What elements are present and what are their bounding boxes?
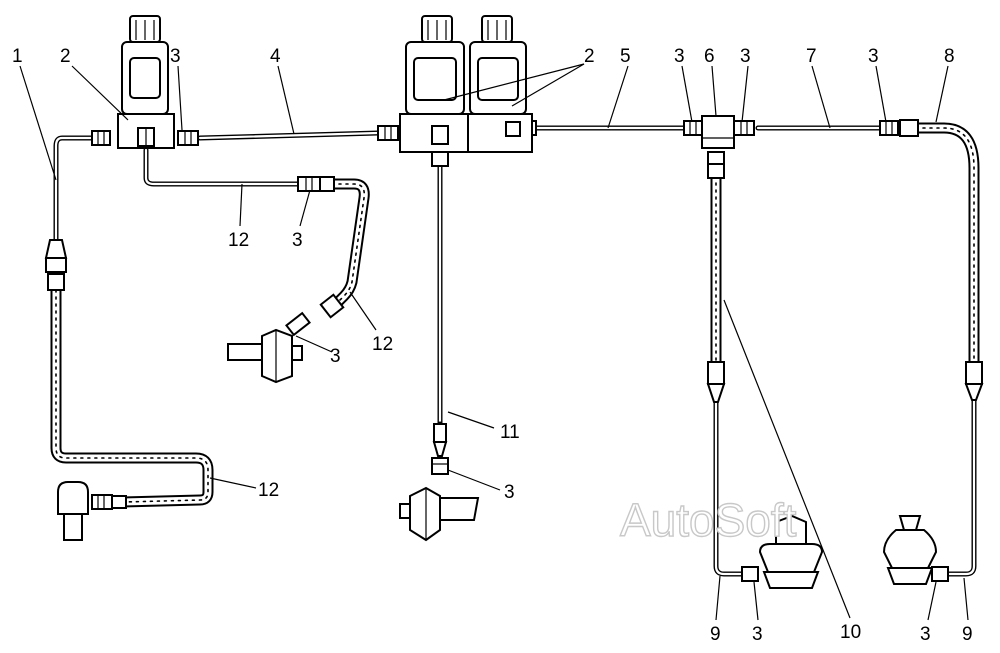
callout-8: 8 [944,46,955,67]
callout-3: 3 [170,46,181,67]
callout-labels: 1 2 3 4 2 5 3 6 3 7 3 8 12 3 12 3 11 3 1… [12,46,973,645]
fitting-pipe12-hose [297,176,321,192]
hose-coupling-left [47,273,65,291]
brake-chamber-left-middle [227,328,303,384]
fittings [44,119,984,582]
fitting-pipe4-end [377,125,399,141]
callout-3: 3 [868,46,879,67]
callout-12: 12 [228,230,249,251]
callout-9: 9 [710,624,721,645]
fitting-pipe11-chamber [431,457,449,475]
brake-chamber-bottom-left [57,481,89,541]
callout-3: 3 [752,624,763,645]
callout-3: 3 [504,482,515,503]
fitting-chamber-right [931,566,949,582]
leader-lines [19,63,969,621]
hose10-taper [706,383,726,403]
hose8-coupling [899,119,919,137]
fitting-pipe7-end [879,120,899,136]
callout-2: 2 [60,46,71,67]
valve-left [117,15,175,149]
callout-11: 11 [500,422,520,443]
brake-chamber-center [399,486,480,542]
brake-chamber-right-2 [882,515,938,585]
fitting-bottom-left [91,494,113,510]
hose-end-bottom-left [111,495,127,509]
callout-3: 3 [330,346,341,367]
brake-chamber-right-1 [758,514,824,589]
callout-6: 6 [704,46,715,67]
fitting-tee-right [733,120,755,136]
callout-3: 3 [292,230,303,251]
callout-1: 1 [12,46,23,67]
callout-3: 3 [740,46,751,67]
hose10-top-coupling [707,163,725,179]
hose8-taper [964,383,984,401]
fitting-chamber-left [741,566,759,582]
callout-5: 5 [620,46,631,67]
hose8-bottom-coupling [965,361,983,385]
fitting-pipe1-hose [45,257,67,273]
callout-2: 2 [584,46,595,67]
watermark: AutoSoft [620,494,797,546]
hose12-coupling-bottom [319,293,345,319]
callout-12: 12 [258,480,279,501]
callout-12: 12 [372,334,393,355]
pipe11-taper [432,441,448,457]
callout-7: 7 [806,46,817,67]
callout-3: 3 [920,624,931,645]
valve-center-b [467,15,533,153]
callout-10: 10 [840,622,861,643]
callout-9: 9 [962,624,973,645]
hoses [50,122,980,508]
hose12-coupling-top [319,176,335,192]
tee-6 [701,115,735,149]
pipe1-cone [44,239,68,259]
fitting-valve-left-b [177,130,199,146]
tee-bottom-nut [707,151,725,165]
callout-3: 3 [674,46,685,67]
pipes [53,125,977,577]
pipe11-coupling [433,423,447,443]
valve-center-a [399,15,471,153]
fitting-hose12-chamber [285,311,311,337]
hose10-bottom-coupling [707,361,725,385]
fitting-tee-left [683,120,703,136]
fitting-valve-left-a [91,130,111,146]
callout-4: 4 [270,46,281,67]
